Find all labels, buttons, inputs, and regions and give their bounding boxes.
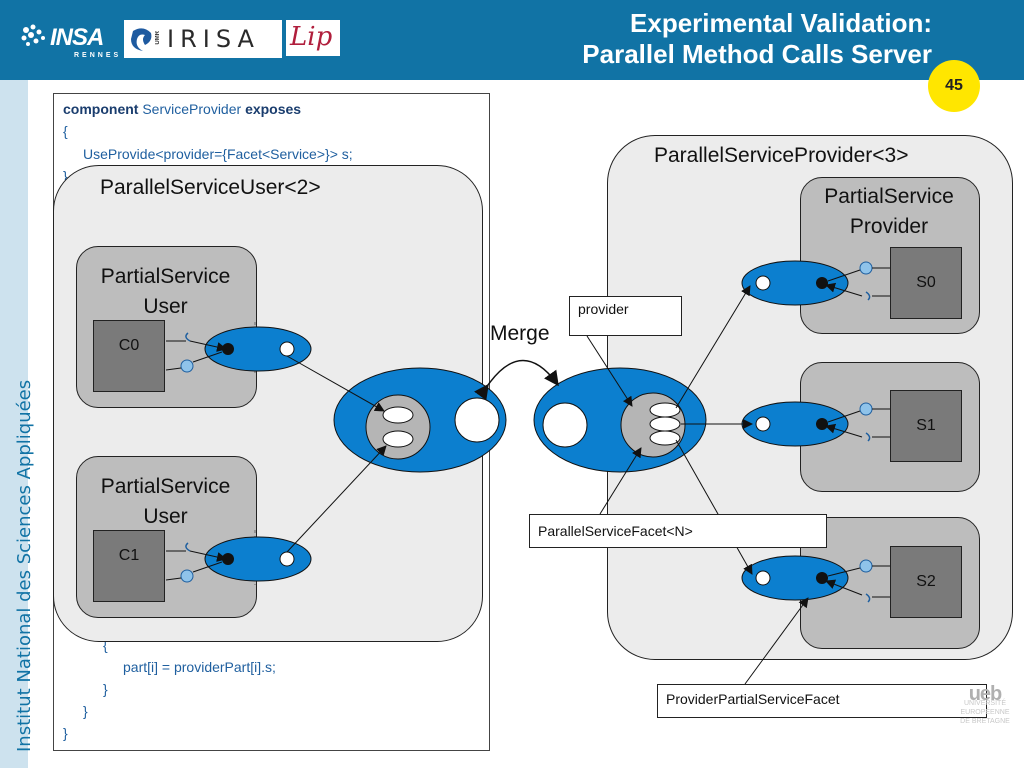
callout-provider-partial-service-facet: ProviderPartialServiceFacet [657,684,987,718]
component-s0: S0 [890,247,962,319]
lip-logo-text: Lip [290,22,333,52]
parallel-service-user-title: ParallelServiceUser<2> [100,176,321,199]
user-collective-port [333,367,507,473]
partial-user-label-line-2: User [143,295,188,318]
lip-logo: Lip [286,20,340,56]
component-c0-label: C0 [118,337,140,354]
code-component-name: ServiceProvider [142,101,242,117]
parallel-service-provider-title: ParallelServiceProvider<3> [654,144,909,167]
code-line-open: { [103,637,108,653]
code-line-assign: part[i] = providerPart[i].s; [123,659,276,675]
callout-parallel-service-facet: ParallelServiceFacet<N> [529,514,827,548]
irisa-mark-icon [131,28,152,51]
component-c1-label: C1 [118,547,140,564]
code-keyword-exposes: exposes [245,101,302,117]
ueb-logo-mark: ueb [968,683,1003,705]
code-keyword-component: component [63,101,139,117]
partial-provider-label-line-1: PartialService [824,185,954,208]
partial-service-provider-label: PartialService Provider [800,182,978,242]
user-port-c0 [204,326,312,372]
header-bar: INSA RENNES UMR IRISA Lip Experimental V… [0,0,1024,80]
sidebar-band [0,80,28,768]
partial-provider-label-line-2: Provider [849,215,929,238]
component-s1: S1 [890,390,962,462]
callout-provider: provider [569,296,682,336]
irisa-logo-text: IRISA [167,25,260,53]
partial-user-2-label-line-1: PartialService [100,475,231,498]
merge-label: Merge [490,322,550,345]
code-line-4: } [63,168,68,184]
slide-title-line-2: Parallel Method Calls Server [582,39,932,69]
provider-port-s1 [741,401,849,447]
insa-logo-subtext: RENNES [74,52,122,59]
ueb-logo: ueb UNIVERSITÉ EUROPÉENNE DE BRETAGNE [950,683,1020,760]
irisa-logo: UMR IRISA [124,20,282,58]
code-line-2: { [63,123,68,139]
partial-user-label-line-1: PartialService [100,265,231,288]
code-line-close-1: } [103,681,108,697]
ueb-logo-line-1: UNIVERSITÉ [963,700,1006,707]
partial-service-user-label-1: PartialService User [76,262,255,322]
ueb-logo-line-3: DE BRETAGNE [960,718,1010,725]
component-s2: S2 [890,546,962,618]
code-line-1: component ServiceProvider exposes [63,101,301,117]
component-s2-label: S2 [916,573,936,590]
component-c1: C1 [93,530,165,602]
provider-port-s0 [741,260,849,306]
insa-logo-text: INSA [50,24,104,51]
component-c0: C0 [93,320,165,392]
slide-title-line-1: Experimental Validation: [630,8,932,38]
provider-collective-port [533,367,707,473]
insa-dots-icon [21,24,45,46]
page-number-badge: 45 [928,60,980,112]
provider-port-s2 [741,555,849,601]
partial-user-2-label-line-2: User [143,505,188,528]
insa-logo: INSA RENNES [20,14,120,60]
partial-service-user-label-2: PartialService User [76,472,255,532]
code-line-close-3: } [63,725,68,741]
code-line-3: UseProvide<provider={Facet<Service>}> s; [83,146,353,162]
slide-title: Experimental Validation: Parallel Method… [582,8,932,70]
code-line-close-2: } [83,703,88,719]
ueb-logo-line-2: EUROPÉENNE [960,709,1010,716]
component-s0-label: S0 [916,274,936,291]
component-s1-label: S1 [916,417,936,434]
